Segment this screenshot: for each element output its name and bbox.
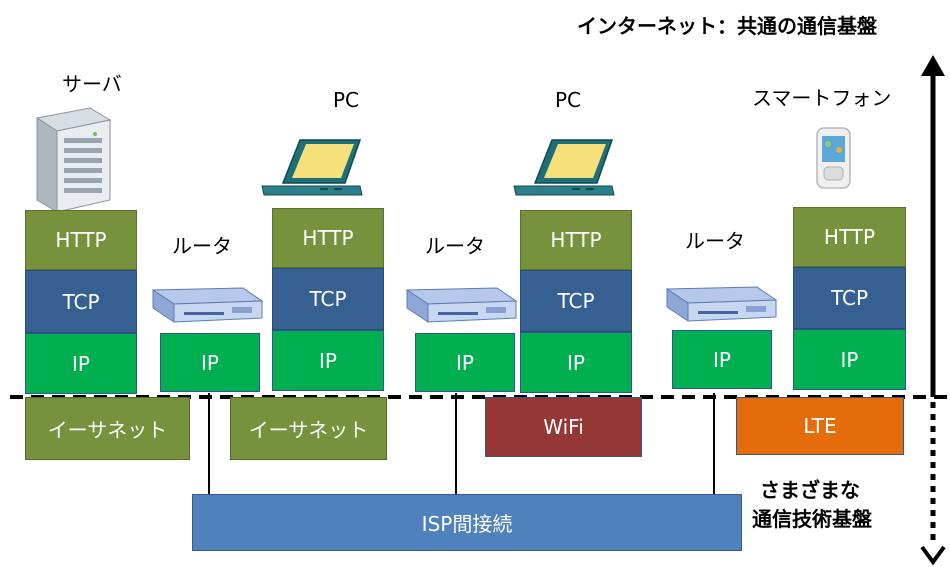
server-ip-layer: IP	[25, 333, 137, 394]
server-ethernet-link: イーサネット	[25, 397, 190, 460]
router2-label: ルータ	[425, 234, 485, 258]
phone-lte-link: LTE	[736, 397, 904, 455]
pc2-http-layer: HTTP	[520, 210, 632, 270]
phone-ip-layer: IP	[793, 329, 906, 390]
smartphone-icon	[816, 127, 851, 189]
router1-label: ルータ	[172, 234, 232, 258]
bottom-note-line1: さまざまな	[760, 478, 860, 502]
server-http-layer: HTTP	[25, 210, 137, 270]
pc2-wifi-link: WiFi	[485, 397, 642, 457]
pc1-tcp-layer: TCP	[272, 268, 384, 330]
phone-http-layer: HTTP	[793, 207, 906, 267]
pc2-label: PC	[555, 88, 582, 112]
router3-ip-layer: IP	[672, 330, 772, 389]
lower-arrow-head	[920, 545, 946, 566]
diagram-title: インターネット：共通の通信基盤	[577, 14, 877, 38]
pc1-ip-layer: IP	[272, 330, 384, 391]
router-icon-3	[665, 286, 778, 322]
smartphone-label: スマートフォン	[752, 86, 892, 110]
router-icon-2	[405, 287, 518, 323]
laptop-icon-2	[513, 139, 615, 196]
server-icon	[35, 107, 112, 213]
router3-label: ルータ	[685, 229, 745, 253]
router2-ip-layer: IP	[415, 333, 515, 392]
router-icon-1	[151, 287, 264, 323]
pc1-label: PC	[333, 88, 360, 112]
server-label: サーバ	[62, 72, 122, 96]
server-tcp-layer: TCP	[25, 270, 137, 333]
pc2-ip-layer: IP	[520, 332, 632, 393]
bottom-note-line2: 通信技術基盤	[752, 507, 872, 531]
router1-ip-layer: IP	[160, 333, 260, 392]
pc1-http-layer: HTTP	[272, 208, 384, 268]
pc1-ethernet-link: イーサネット	[230, 397, 387, 460]
isp-interconnect: ISP間接続	[192, 494, 742, 551]
upper-arrow-head	[921, 55, 945, 76]
phone-tcp-layer: TCP	[793, 267, 906, 329]
pc2-tcp-layer: TCP	[520, 270, 632, 332]
laptop-icon-1	[261, 139, 363, 196]
